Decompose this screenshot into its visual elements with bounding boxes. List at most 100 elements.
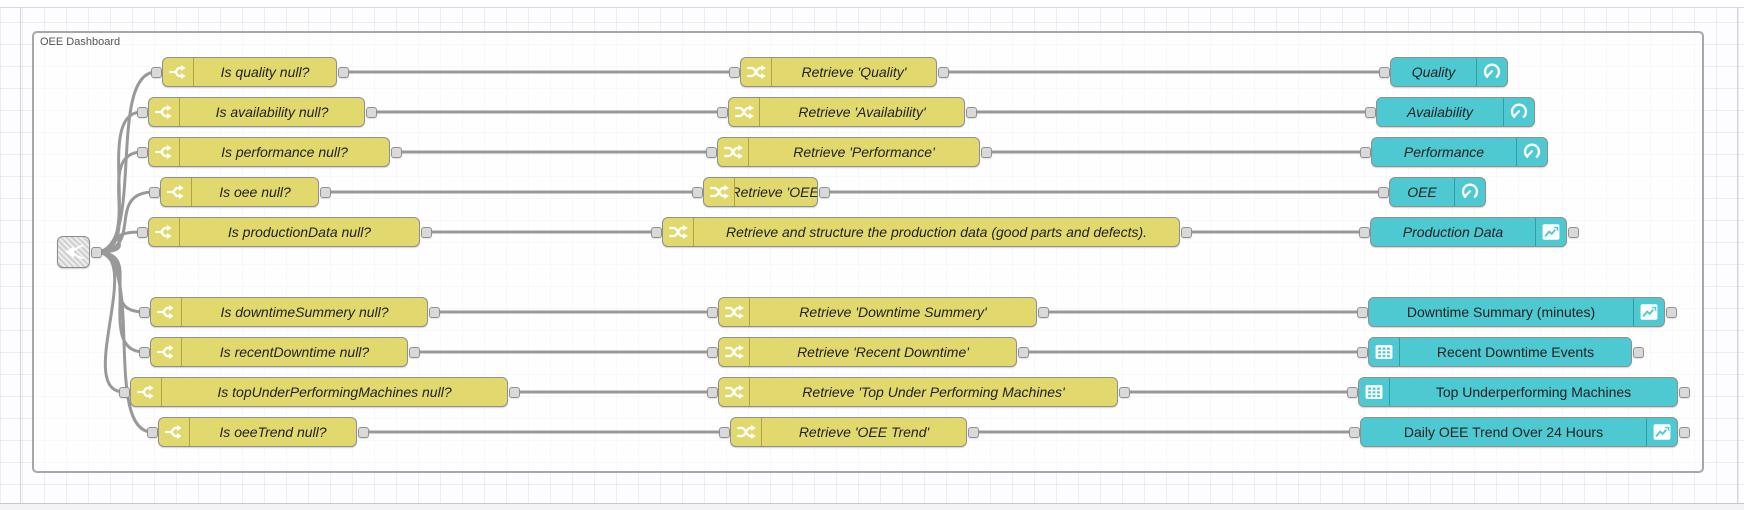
node-switch-is-performance-null[interactable]: Is performance null?	[148, 137, 390, 167]
node-widget-chart-production-data[interactable]: Production Data	[1370, 217, 1567, 247]
port-output[interactable]	[967, 426, 979, 438]
node-switch-is-oeetrend-null[interactable]: Is oeeTrend null?	[158, 417, 357, 447]
port-input[interactable]	[138, 306, 150, 318]
node-switch-is-productiondata-null[interactable]: Is productionData null?	[148, 217, 420, 247]
wire[interactable]	[95, 230, 143, 254]
port-input[interactable]	[716, 106, 728, 118]
port-output[interactable]	[1678, 386, 1690, 398]
node-widget-gauge-quality[interactable]: Quality	[1390, 57, 1508, 87]
port-input[interactable]	[1348, 426, 1360, 438]
port-output[interactable]	[357, 426, 369, 438]
port-output[interactable]	[1017, 346, 1029, 358]
node-widget-chart-downtime-summary-minutes[interactable]: Downtime Summary (minutes)	[1368, 297, 1665, 327]
node-change-retrieve-recent-downtime[interactable]: Retrieve 'Recent Downtime'	[718, 337, 1017, 367]
switch-label: Is availability null?	[215, 104, 329, 120]
port-output[interactable]	[337, 66, 349, 78]
port-output[interactable]	[965, 106, 977, 118]
switch-label: Is recentDowntime null?	[219, 344, 370, 360]
switch-icon	[149, 98, 180, 126]
port-output[interactable]	[1567, 226, 1579, 238]
port-output[interactable]	[90, 246, 102, 258]
port-output[interactable]	[937, 66, 949, 78]
switch-icon	[149, 218, 180, 246]
port-input[interactable]	[136, 106, 148, 118]
node-switch-is-downtimesummery-null[interactable]: Is downtimeSummery null?	[150, 297, 428, 327]
node-change-retrieve-oee-trend[interactable]: Retrieve 'OEE Trend'	[730, 417, 967, 447]
node-change-retrieve-availability[interactable]: Retrieve 'Availability'	[728, 97, 965, 127]
node-switch-is-quality-null[interactable]: Is quality null?	[162, 57, 337, 87]
port-input[interactable]	[1359, 146, 1371, 158]
port-input[interactable]	[138, 346, 150, 358]
port-input[interactable]	[728, 66, 740, 78]
port-input[interactable]	[706, 386, 718, 398]
node-widget-gauge-performance[interactable]: Performance	[1371, 137, 1548, 167]
port-input[interactable]	[1356, 346, 1368, 358]
port-output[interactable]	[508, 386, 520, 398]
port-output[interactable]	[428, 306, 440, 318]
node-switch-is-topunderperformingmachines-null[interactable]: Is topUnderPerformingMachines null?	[130, 377, 508, 407]
node-widget-table-recent-downtime-events[interactable]: Recent Downtime Events	[1368, 337, 1632, 367]
port-input[interactable]	[136, 146, 148, 158]
port-output[interactable]	[390, 146, 402, 158]
wire[interactable]	[95, 150, 143, 254]
node-widget-gauge-oee[interactable]: OEE	[1389, 177, 1486, 207]
node-switch-is-availability-null[interactable]: Is availability null?	[148, 97, 365, 127]
node-switch-is-oee-null[interactable]: Is oee null?	[160, 177, 319, 207]
port-input[interactable]	[691, 186, 703, 198]
node-link-in[interactable]	[57, 236, 90, 268]
node-change-retrieve-oee[interactable]: Retrieve 'OEE'	[703, 177, 818, 207]
port-input[interactable]	[705, 146, 717, 158]
node-change-retrieve-downtime-summery[interactable]: Retrieve 'Downtime Summery'	[718, 297, 1037, 327]
switch-label: Is productionData null?	[227, 224, 372, 240]
port-input[interactable]	[146, 426, 158, 438]
port-input[interactable]	[136, 226, 148, 238]
change-icon	[741, 58, 772, 86]
port-output[interactable]	[1632, 346, 1644, 358]
port-input[interactable]	[1377, 186, 1389, 198]
change-label: Retrieve and structure the production da…	[725, 224, 1148, 240]
port-output[interactable]	[1180, 226, 1192, 238]
port-input[interactable]	[118, 386, 130, 398]
port-output[interactable]	[980, 146, 992, 158]
port-output[interactable]	[408, 346, 420, 358]
widget-chart-label: Daily OEE Trend Over 24 Hours	[1403, 424, 1604, 440]
port-output[interactable]	[1037, 306, 1049, 318]
switch-label: Is quality null?	[220, 64, 310, 80]
port-input[interactable]	[148, 186, 160, 198]
port-input[interactable]	[718, 426, 730, 438]
change-icon	[731, 418, 762, 446]
port-output[interactable]	[365, 106, 377, 118]
wire[interactable]	[95, 250, 145, 354]
port-input[interactable]	[1378, 66, 1390, 78]
port-input[interactable]	[1356, 306, 1368, 318]
node-change-retrieve-quality[interactable]: Retrieve 'Quality'	[740, 57, 937, 87]
port-input[interactable]	[1364, 106, 1376, 118]
node-change-retrieve-top-under-performing-machines[interactable]: Retrieve 'Top Under Performing Machines'	[718, 377, 1118, 407]
port-output[interactable]	[420, 226, 432, 238]
widget-gauge-label: Performance	[1403, 144, 1485, 160]
port-input[interactable]	[150, 66, 162, 78]
port-output[interactable]	[1118, 386, 1130, 398]
change-icon	[719, 298, 750, 326]
port-output[interactable]	[1678, 426, 1690, 438]
switch-label: Is oee null?	[219, 184, 291, 200]
port-input[interactable]	[706, 346, 718, 358]
node-change-retrieve-performance[interactable]: Retrieve 'Performance'	[717, 137, 980, 167]
port-input[interactable]	[1358, 226, 1370, 238]
node-change-retrieve-and-structure-the-production-data-good-parts-and-defects[interactable]: Retrieve and structure the production da…	[662, 217, 1180, 247]
port-output[interactable]	[818, 186, 830, 198]
port-input[interactable]	[706, 306, 718, 318]
wire[interactable]	[95, 250, 153, 434]
wire[interactable]	[95, 190, 155, 254]
port-output[interactable]	[1665, 306, 1677, 318]
node-widget-table-top-underperforming-machines[interactable]: Top Underperforming Machines	[1358, 377, 1678, 407]
port-output[interactable]	[319, 186, 331, 198]
port-input[interactable]	[1346, 386, 1358, 398]
group-oee-dashboard[interactable]	[32, 31, 1704, 473]
node-widget-gauge-availability[interactable]: Availability	[1376, 97, 1535, 127]
link-in-icon	[62, 240, 86, 264]
port-input[interactable]	[650, 226, 662, 238]
node-widget-chart-daily-oee-trend-over-24-hours[interactable]: Daily OEE Trend Over 24 Hours	[1360, 417, 1678, 447]
node-switch-is-recentdowntime-null[interactable]: Is recentDowntime null?	[150, 337, 408, 367]
